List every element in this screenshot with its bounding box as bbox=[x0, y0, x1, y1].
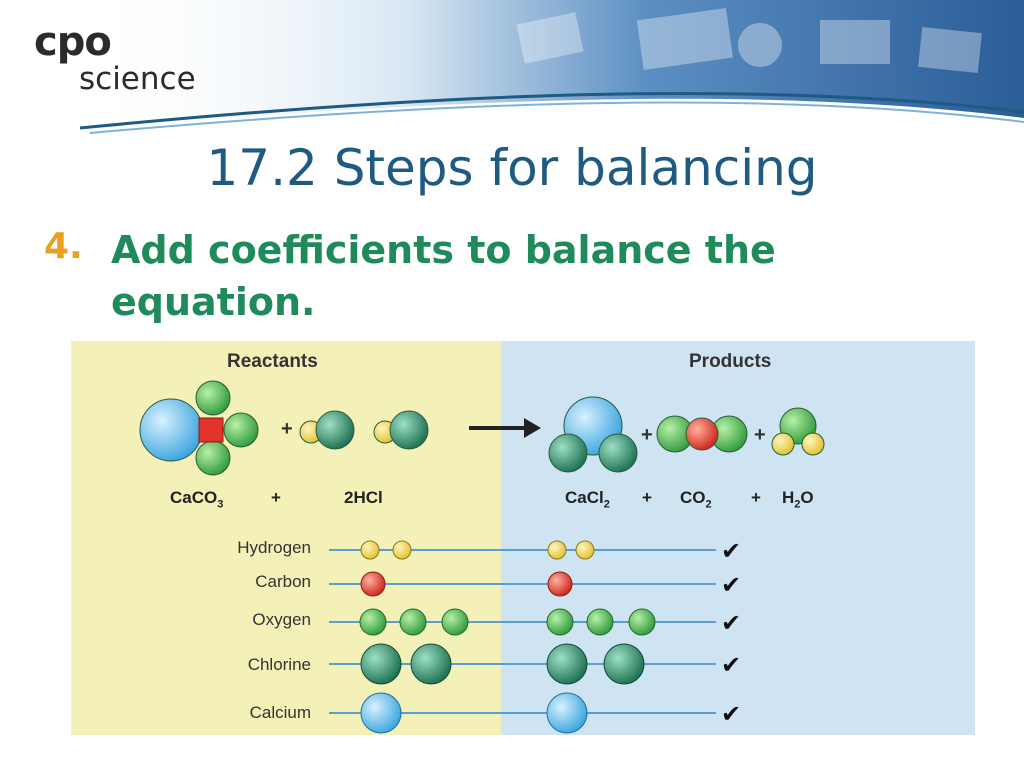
hydrogen-atoms bbox=[360, 540, 595, 560]
logo-science-text: science bbox=[79, 61, 196, 97]
formula-h2o: H2O bbox=[782, 488, 814, 511]
logo-cpo-text: cpo bbox=[34, 19, 112, 65]
element-label-carbon: Carbon bbox=[255, 572, 311, 591]
check-icons: ✔ ✔ ✔ ✔ ✔ bbox=[721, 537, 741, 728]
step-number: 4. bbox=[44, 226, 83, 267]
formula-plus-3: + bbox=[751, 488, 761, 507]
cpo-science-logo: cpo science bbox=[34, 22, 196, 96]
page-title: 17.2 Steps for balancing bbox=[206, 139, 818, 197]
cacl2-molecule bbox=[548, 396, 638, 473]
reactants-label: Reactants bbox=[227, 351, 318, 372]
formula-co2: CO2 bbox=[680, 488, 712, 511]
formula-hcl: 2HCl bbox=[344, 488, 383, 507]
h2o-molecule bbox=[771, 407, 825, 456]
oxygen-atoms bbox=[359, 608, 656, 636]
formula-plus-1: + bbox=[271, 488, 281, 507]
product-plus-1: + bbox=[641, 424, 653, 446]
element-label-chlorine: Chlorine bbox=[247, 655, 311, 674]
figure-graphic: + + + bbox=[71, 341, 975, 735]
hcl-molecule-2 bbox=[373, 410, 429, 450]
header-banner bbox=[79, 0, 1024, 134]
element-label-oxygen: Oxygen bbox=[252, 610, 311, 629]
chlorine-atoms bbox=[360, 643, 645, 685]
formula-caco3: CaCO3 bbox=[170, 488, 224, 511]
step-text: Add coefficients to balance the equation… bbox=[111, 228, 776, 324]
caco3-molecule bbox=[139, 380, 259, 476]
reactant-plus-1: + bbox=[281, 418, 293, 440]
product-plus-2: + bbox=[754, 424, 766, 446]
co2-molecule bbox=[656, 415, 748, 453]
formula-cacl2: CaCl2 bbox=[565, 488, 610, 511]
check-icon-chlorine: ✔ bbox=[721, 651, 741, 679]
carbon-atoms bbox=[360, 571, 573, 597]
reaction-arrow bbox=[469, 418, 541, 438]
hcl-molecule-1 bbox=[299, 410, 355, 450]
check-icon-oxygen: ✔ bbox=[721, 609, 741, 637]
products-label: Products bbox=[689, 351, 772, 372]
check-icon-hydrogen: ✔ bbox=[721, 537, 741, 565]
element-label-hydrogen: Hydrogen bbox=[237, 538, 311, 557]
calcium-atoms bbox=[360, 692, 588, 734]
formula-plus-2: + bbox=[642, 488, 652, 507]
element-label-calcium: Calcium bbox=[249, 703, 311, 722]
balancing-figure: + + + bbox=[71, 341, 975, 735]
check-icon-calcium: ✔ bbox=[721, 700, 741, 728]
check-icon-carbon: ✔ bbox=[721, 571, 741, 599]
